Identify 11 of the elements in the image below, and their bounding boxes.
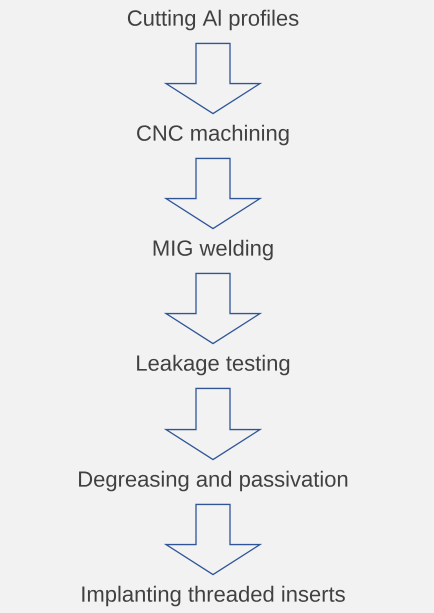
block-arrow	[164, 42, 262, 114]
step-label: Implanting threaded inserts	[82, 586, 345, 606]
step-label: MIG welding	[154, 240, 273, 260]
block-arrow	[164, 272, 262, 344]
step-label: Degreasing and passivation	[79, 470, 348, 492]
block-arrow	[164, 504, 262, 576]
step-label: Leakage testing	[137, 354, 290, 376]
block-arrow	[164, 388, 262, 460]
step-label: Cutting Al profiles	[128, 10, 298, 30]
block-arrow	[164, 158, 262, 230]
step-label: CNC machining	[137, 124, 289, 146]
